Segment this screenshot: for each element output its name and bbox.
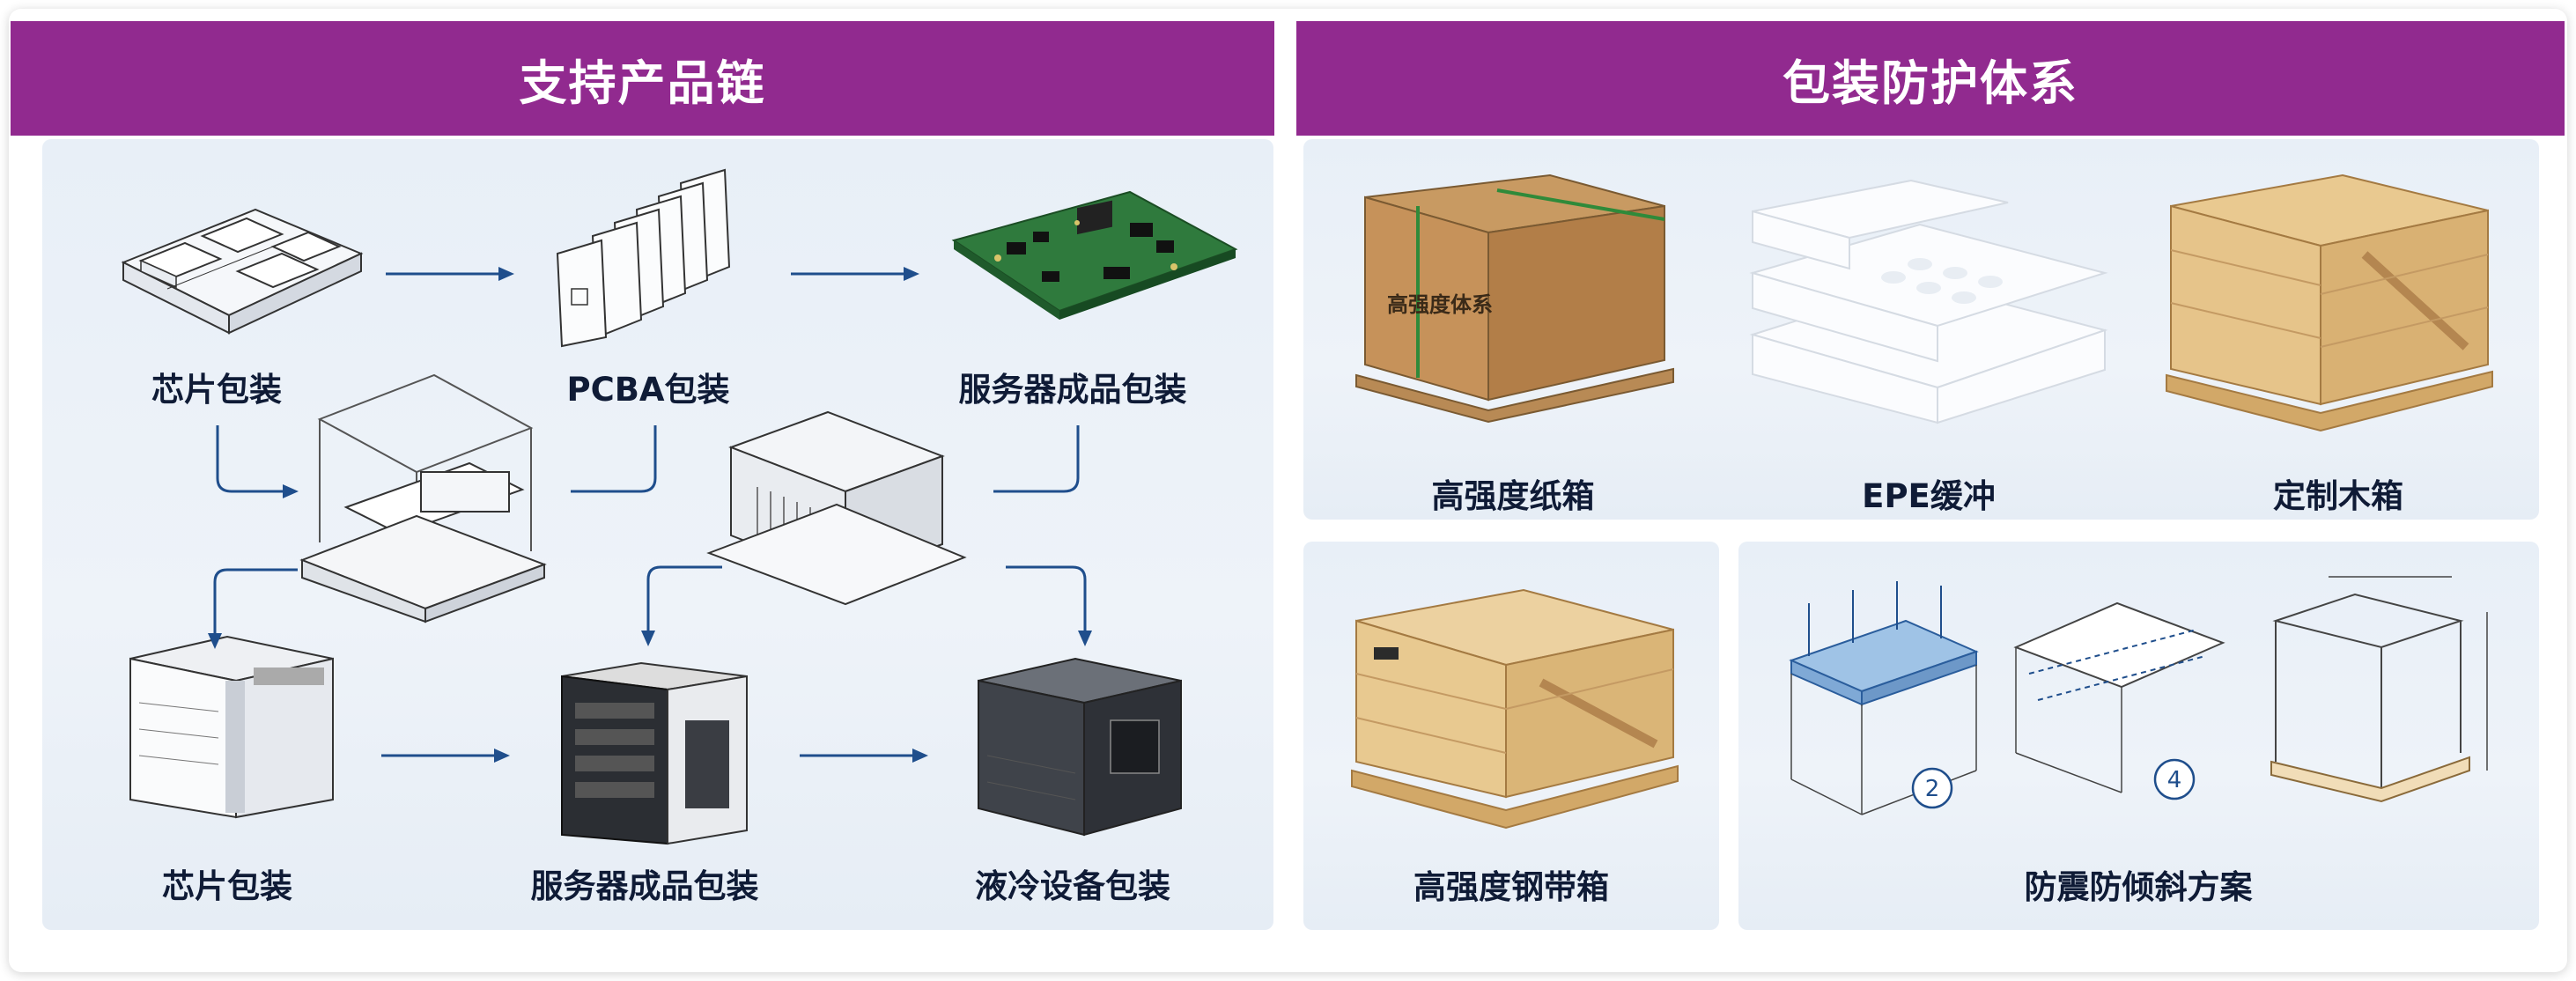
label-epe: EPE缓冲 [1862, 477, 1996, 515]
protection-panel-top: 高强度体系 高强度纸箱 EPE缓冲 定制木箱 [1303, 139, 2539, 520]
arrow-chip-down [216, 425, 299, 498]
carton-box-illustration: 高强度体系 [1355, 173, 1674, 424]
steel-strap-crate-illustration [1351, 588, 1679, 830]
marker-4: 4 [2167, 767, 2182, 793]
arrow-chip-to-pcba [386, 267, 514, 281]
label-steel-strap-crate: 高强度钢带箱 [1413, 868, 1609, 906]
pcba-boxes-illustration [556, 168, 731, 348]
arrow-chassis-down-left [641, 565, 722, 646]
epe-foam-illustration [1749, 179, 2108, 424]
steel-strap-panel: 高强度钢带箱 [1303, 542, 1719, 930]
chip-tray-illustration [121, 208, 364, 335]
marker-2: 2 [1925, 776, 1940, 802]
arrow-pcba-to-server [791, 267, 919, 281]
label-liquid-cooling-packaging: 液冷设备包装 [975, 867, 1170, 905]
label-server-packaging-top: 服务器成品包装 [958, 371, 1187, 409]
liquid-cooling-unit-illustration [978, 657, 1182, 837]
rack-cabinet-illustration [129, 635, 334, 819]
label-chip-packaging: 芯片包装 [151, 371, 282, 409]
arrow-case-down [208, 568, 298, 649]
wooden-crate-illustration [2166, 173, 2493, 432]
label-chip-packaging-bottom: 芯片包装 [162, 867, 292, 905]
label-server-packaging-bottom: 服务器成品包装 [530, 867, 759, 905]
arrow-cabinet-to-cooling [800, 749, 928, 763]
product-chain-panel: 芯片包装 PCBA包装 服务器成品包装 芯片包装 服务器成品包装 液冷设备包装 [42, 139, 1273, 930]
server-cabinet-illustration [561, 661, 748, 845]
arrow-rack-to-cabinet [381, 749, 510, 763]
arrow-pcba-down [571, 425, 657, 493]
anti-shock-panel: 2 4 防震防倾斜方案 [1738, 542, 2539, 930]
label-pcba-packaging: PCBA包装 [566, 371, 730, 409]
left-section-title: 支持产品链 [11, 21, 1274, 136]
label-custom-crate: 定制木箱 [2273, 477, 2403, 515]
carton-print-text: 高强度体系 [1387, 292, 1493, 317]
arrow-server-down [993, 425, 1080, 493]
label-anti-shock: 防震防倾斜方案 [2024, 868, 2253, 906]
server-chassis-illustration [706, 410, 967, 606]
right-section-title: 包装防护体系 [1296, 21, 2565, 136]
page-frame: 支持产品链 包装防护体系 [9, 9, 2567, 972]
clear-case-illustration [299, 373, 547, 623]
arrow-chassis-down-right [1006, 565, 1092, 646]
server-board-illustration [951, 190, 1238, 320]
label-carton: 高强度纸箱 [1431, 477, 1595, 515]
anti-shock-diagram: 2 4 [1789, 576, 2488, 815]
